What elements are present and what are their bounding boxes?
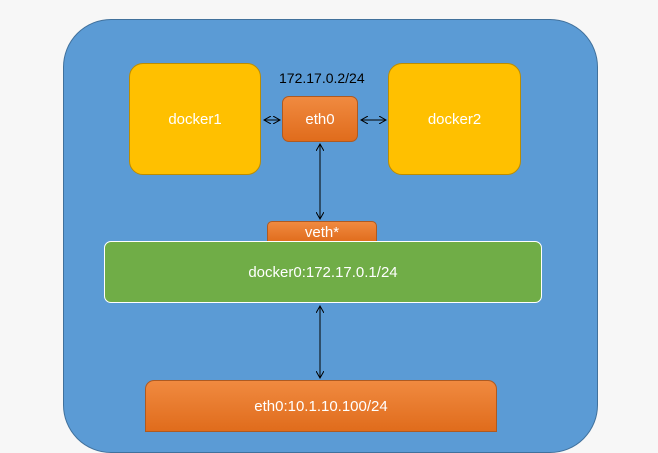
container-docker1: docker1 (129, 63, 261, 175)
container-eth0-nic: eth0 (282, 96, 358, 142)
docker0-bridge: docker0:172.17.0.1/24 (104, 241, 542, 303)
container-docker2-label: docker2 (427, 110, 482, 128)
container-eth0-label: eth0 (305, 110, 335, 128)
host-eth0-label: eth0:10.1.10.100/24 (254, 397, 388, 415)
container-docker2: docker2 (388, 63, 521, 175)
veth-label: veth* (304, 223, 340, 241)
container-nic-ip-label: 172.17.0.2/24 (279, 70, 365, 86)
docker0-bridge-label: docker0:172.17.0.1/24 (248, 263, 398, 281)
container-docker1-label: docker1 (168, 110, 222, 128)
host-eth0-nic: eth0:10.1.10.100/24 (145, 380, 497, 432)
connection-arrows (0, 0, 658, 442)
